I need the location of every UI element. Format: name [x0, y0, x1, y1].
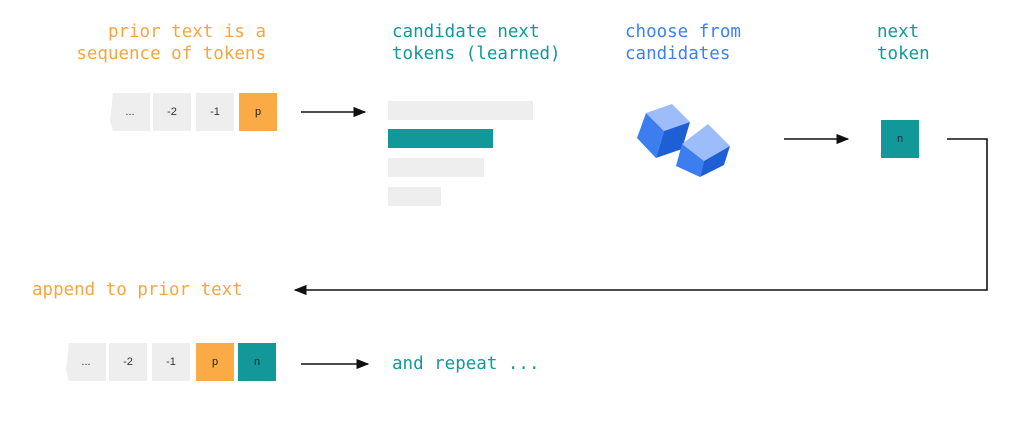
candidate-bar-3 — [388, 158, 484, 177]
token-n: n — [881, 120, 919, 158]
token-row2-p: p — [196, 343, 234, 381]
token-row2-n: n — [238, 343, 276, 381]
heading-choose-line1: choose from — [625, 22, 741, 42]
candidate-bar-4 — [388, 187, 441, 206]
candidate-bar-1 — [388, 101, 533, 120]
heading-candidates-line1: candidate next — [392, 22, 540, 42]
repeat-label: and repeat ... — [392, 354, 540, 374]
arrow-loop-back — [293, 138, 988, 296]
heading-candidates-line2: tokens (learned) — [392, 44, 561, 64]
candidate-bar-2-selected — [388, 129, 493, 148]
heading-next-token-line1: next — [877, 22, 920, 42]
token-ellipsis: ... — [110, 93, 150, 131]
heading-next-token-line2: token — [877, 44, 930, 64]
heading-choose: choose from candidates — [625, 21, 741, 65]
token-minus-2: -2 — [153, 93, 191, 131]
dice-icon — [637, 104, 730, 177]
token-row2-minus-1: -1 — [152, 343, 190, 381]
heading-candidates: candidate next tokens (learned) — [392, 21, 561, 65]
token-row2-ellipsis: ... — [66, 343, 106, 381]
append-label: append to prior text — [32, 280, 243, 300]
heading-prior-text: prior text is a sequence of tokens — [76, 21, 266, 65]
heading-prior-text-line1: prior text is a — [107, 22, 266, 42]
token-minus-1: -1 — [196, 93, 234, 131]
heading-choose-line2: candidates — [625, 44, 731, 64]
token-row2-minus-2: -2 — [109, 343, 147, 381]
token-p: p — [239, 93, 277, 131]
heading-next-token: next token — [877, 21, 930, 65]
heading-prior-text-line2: sequence of tokens — [76, 44, 266, 64]
